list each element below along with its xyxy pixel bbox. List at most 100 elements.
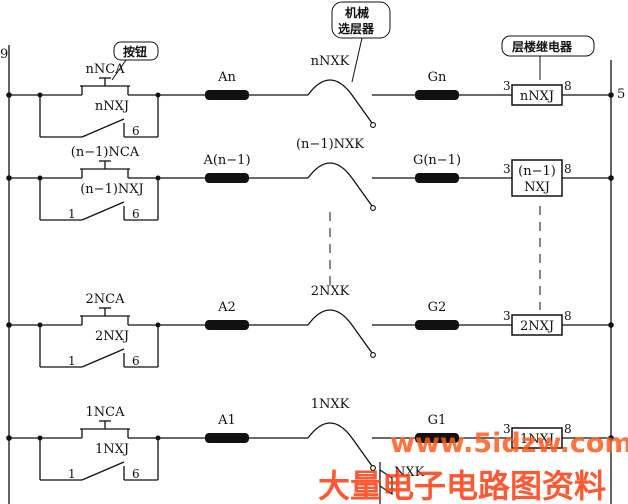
g-label: G1 <box>428 413 447 428</box>
junction-dot <box>155 92 161 98</box>
relay-label: 1NXJ <box>520 432 554 447</box>
pin-1-label: 1 <box>68 354 76 368</box>
nxk-label: 2NXK <box>311 284 350 299</box>
button-callout-text: 按钮 <box>123 44 147 59</box>
junction-dot <box>6 92 12 98</box>
nxk-arc <box>307 422 353 439</box>
relay-pin-3-label: 3 <box>503 309 511 323</box>
nxk-blade <box>351 94 373 124</box>
nca-label: (n−1)NCA <box>71 145 140 160</box>
g-label: G2 <box>428 300 447 315</box>
junction-dot <box>6 322 12 328</box>
nxk-label: nNXK <box>311 54 350 69</box>
nxk-arc <box>307 79 353 96</box>
pin-6-label: 6 <box>132 124 140 138</box>
resistor-a <box>205 90 249 100</box>
button-callout: 按钮 <box>111 41 159 81</box>
junction-dot <box>6 435 12 441</box>
a-label: An <box>217 70 236 85</box>
relay-pin-8-label: 8 <box>564 79 572 93</box>
resistor-g <box>415 433 459 443</box>
nxk-terminal <box>370 465 376 471</box>
a-label: A(n−1) <box>202 153 250 168</box>
g-label: G(n−1) <box>413 153 461 168</box>
nxk-label: (n−1)NXK <box>296 137 364 152</box>
watermark-url: www.5idzw.com <box>390 428 628 459</box>
junction-dot <box>37 322 43 328</box>
bottom-partial-contact: NXK <box>379 462 425 504</box>
junction-dot <box>155 175 161 181</box>
nxk-blade <box>351 177 373 207</box>
relay-label: (n−1) <box>518 164 556 179</box>
nxj-label: 1NXJ <box>95 442 129 457</box>
circuit-row: (n−1)NCA (n−1)NXJ 6 1 A(n−1) (n−1)NXK G(n−1) (n… <box>6 137 614 221</box>
selector-callout: 机械 选层器 <box>331 1 391 83</box>
relay-pin-8-label: 8 <box>564 422 572 436</box>
nca-label: nNCA <box>85 62 125 77</box>
relay-pin-3-label: 3 <box>503 79 511 93</box>
bottom-nxk-label: NXK <box>394 465 425 480</box>
junction-dot <box>6 175 12 181</box>
relay-pin-8-label: 8 <box>564 162 572 176</box>
nxk-terminal <box>370 122 376 128</box>
resistor-g <box>415 173 459 183</box>
nxk-terminal <box>370 205 376 211</box>
junction-dot <box>155 322 161 328</box>
pin-6-label: 6 <box>132 207 140 221</box>
junction-dot <box>608 92 614 98</box>
selector-callout-text-1: 机械 <box>345 5 369 20</box>
resistor-g <box>415 90 459 100</box>
junction-dot <box>608 175 614 181</box>
right-rail-label: 5 <box>617 87 625 102</box>
nxj-contact-blade <box>81 348 125 368</box>
resistor-a <box>205 320 249 330</box>
nxj-contact-blade <box>81 461 125 481</box>
relay-callout-text: 层楼继电器 <box>512 39 573 54</box>
nxj-contact-blade <box>81 118 125 138</box>
resistor-g <box>415 320 459 330</box>
resistor-a <box>205 173 249 183</box>
nxk-blade <box>351 437 373 467</box>
relay-pin-8-label: 8 <box>564 309 572 323</box>
pin-6-label: 6 <box>132 354 140 368</box>
watermark-chinese: 大量电子电路图资料 <box>318 467 606 504</box>
junction-dot <box>37 92 43 98</box>
junction-dot <box>37 435 43 441</box>
nca-label: 2NCA <box>86 292 126 307</box>
junction-dot <box>155 435 161 441</box>
junction-dot <box>37 175 43 181</box>
selector-callout-text-2: 选层器 <box>338 21 375 36</box>
pin-1-label: 1 <box>68 467 76 481</box>
nxk-label: 1NXK <box>311 397 350 412</box>
nxj-contact-blade <box>81 201 125 221</box>
left-rail-label: 9 <box>0 47 8 62</box>
relay-label: NXJ <box>524 180 550 195</box>
pin-1-label: 1 <box>68 207 76 221</box>
junction-dot <box>608 435 614 441</box>
relay-callout: 层楼继电器 <box>501 35 595 80</box>
nxk-terminal <box>370 352 376 358</box>
relay-label: nNXJ <box>520 89 554 104</box>
a-label: A2 <box>217 300 236 315</box>
nxk-arc <box>307 162 353 179</box>
relay-box <box>511 159 563 197</box>
pin-6-label: 6 <box>132 467 140 481</box>
nxj-label: nNXJ <box>95 99 129 114</box>
nxk-blade <box>351 324 373 354</box>
relay-pin-3-label: 3 <box>503 162 511 176</box>
resistor-a <box>205 433 249 443</box>
nca-label: 1NCA <box>86 405 126 420</box>
nxj-label: 2NXJ <box>95 329 129 344</box>
nxj-label: (n−1)NXJ <box>80 182 144 197</box>
junction-dot <box>608 322 614 328</box>
nxk-arc <box>307 309 353 326</box>
relay-label: 2NXJ <box>520 319 554 334</box>
relay-pin-3-label: 3 <box>503 422 511 436</box>
g-label: Gn <box>428 70 447 85</box>
a-label: A1 <box>217 413 236 428</box>
